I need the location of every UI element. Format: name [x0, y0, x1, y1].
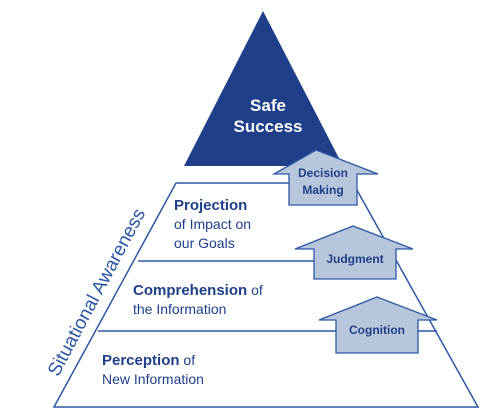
- decision-making-arrow: [271, 149, 379, 206]
- cognition-label: Cognition: [336, 322, 418, 339]
- level-comprehension: Comprehension of the Information: [133, 281, 263, 319]
- apex-label: Safe Success: [218, 95, 318, 137]
- apex-triangle: [184, 11, 343, 166]
- cognition-text: Cognition: [349, 323, 405, 337]
- decision-making-label: Decision Making: [290, 165, 356, 199]
- level-comprehension-line-2: the Information: [133, 301, 227, 317]
- level-perception-of: of: [179, 352, 196, 368]
- level-projection-line-1: of Impact on: [174, 216, 252, 232]
- level-perception: Perception of New Information: [102, 351, 204, 389]
- judgment-label: Judgment: [314, 251, 396, 268]
- level-perception-title: Perception: [102, 352, 180, 369]
- judgment-arrow: [294, 225, 414, 280]
- level-projection-line-2: our Goals: [174, 235, 235, 251]
- decision-making-line-1: Decision: [297, 166, 348, 180]
- judgment-text: Judgment: [326, 252, 384, 266]
- decision-making-line-2: Making: [302, 183, 344, 197]
- cognition-arrow: [318, 296, 438, 354]
- level-projection-title: Projection: [174, 197, 248, 214]
- apex-line-1: Safe: [250, 96, 286, 115]
- apex-line-2: Success: [233, 117, 303, 136]
- level-projection: Projection of Impact on our Goals: [174, 196, 251, 253]
- level-comprehension-title: Comprehension: [133, 282, 248, 299]
- level-perception-line-2: New Information: [102, 371, 204, 387]
- level-comprehension-of: of: [247, 282, 263, 298]
